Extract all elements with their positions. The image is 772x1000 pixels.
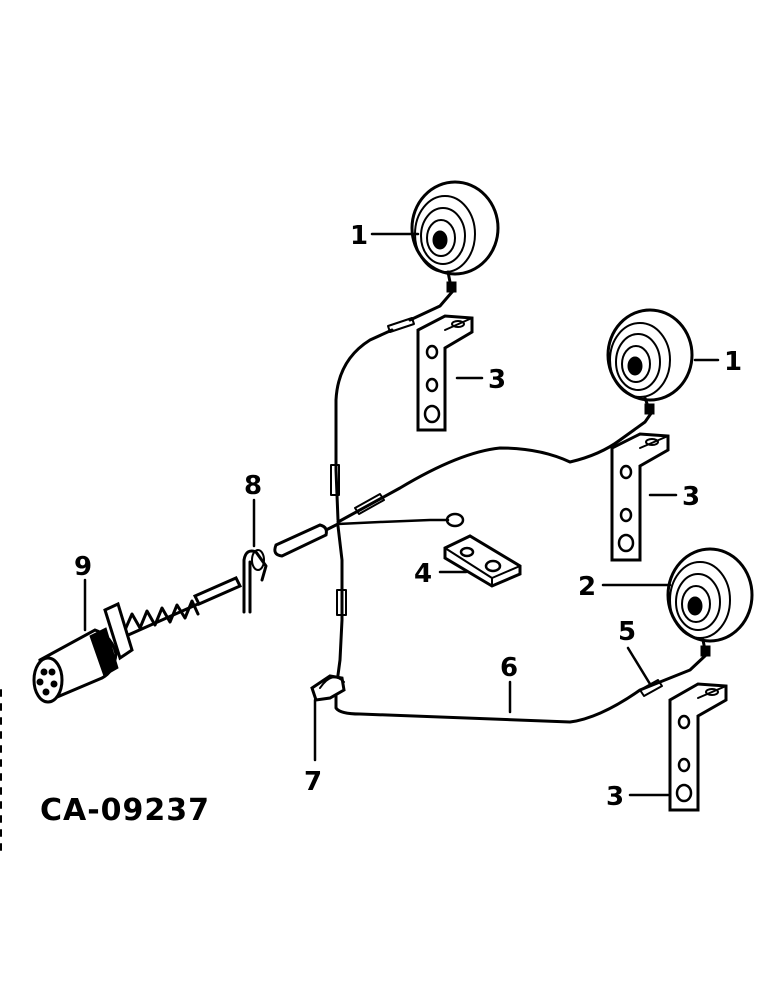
callout-8-pin: 8: [244, 471, 262, 501]
callout-2-lower-lamp: 2: [578, 572, 596, 602]
wiring-harness: [320, 290, 708, 724]
callout-1-upper-lamp: 1: [350, 221, 368, 251]
callout-3-upper-bracket: 3: [488, 365, 506, 395]
leader-lines: [83, 232, 720, 797]
callout-3-middle-bracket: 3: [682, 482, 700, 512]
lamp-middle: [606, 308, 694, 415]
callout-6-harness: 6: [500, 653, 518, 683]
mounting-plate: [443, 534, 522, 588]
callout-5-connector: 5: [618, 617, 636, 647]
harness-sleeve: [273, 523, 328, 558]
wire-clip: [310, 674, 346, 702]
callout-3-lower-bracket: 3: [606, 782, 624, 812]
bracket-middle: [610, 432, 670, 562]
bracket-lower: [668, 682, 728, 812]
lamp-lower: [666, 547, 754, 657]
lock-pin: [242, 549, 268, 614]
lamp-upper: [410, 180, 500, 294]
callout-7-clip: 7: [304, 767, 322, 797]
callout-1-middle-lamp: 1: [724, 347, 742, 377]
drawing-code: CA-09237: [40, 793, 210, 828]
bracket-upper: [416, 314, 474, 432]
plug-assembly: [32, 576, 243, 704]
callout-9-plug: 9: [74, 552, 92, 582]
callout-4-plate: 4: [414, 559, 432, 589]
